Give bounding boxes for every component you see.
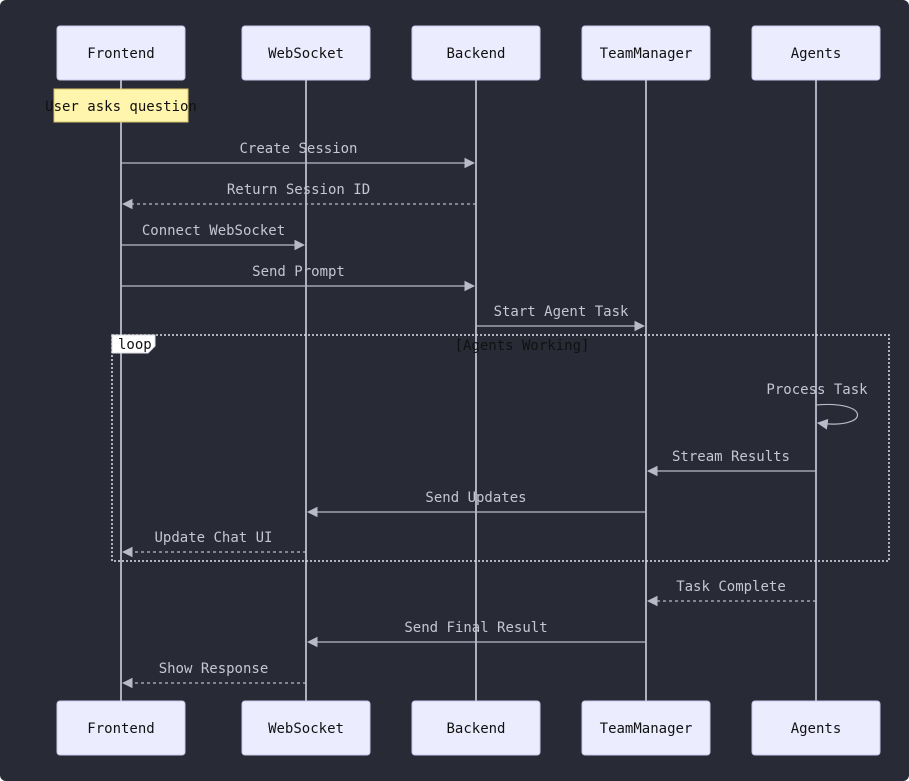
note-text: User asks question: [45, 99, 197, 115]
actor-box-agents-bottom: [751, 700, 881, 756]
actor-box-frontend-bottom: [56, 700, 186, 756]
loop-tag-box: [111, 334, 156, 354]
actor-box-websocket-top: [241, 25, 371, 81]
loop-tag-label: loop: [118, 337, 152, 353]
actor-label-backend-bottom: Backend: [446, 721, 505, 737]
actor-box-teammanager-top: [581, 25, 711, 81]
message-label: Update Chat UI: [154, 530, 272, 546]
message-label: Show Response: [159, 661, 269, 677]
actor-label-websocket-top: WebSocket: [268, 46, 344, 62]
actor-box-backend-bottom: [411, 700, 541, 756]
actor-label-agents-bottom: Agents: [791, 721, 842, 737]
message-label: Return Session ID: [227, 182, 370, 198]
actor-label-frontend-top: Frontend: [87, 46, 154, 62]
actor-label-teammanager-top: TeamManager: [600, 46, 693, 62]
actor-label-frontend-bottom: Frontend: [87, 721, 154, 737]
actor-box-websocket-bottom: [241, 700, 371, 756]
message-label: Send Updates: [425, 490, 526, 506]
message-label: Process Task: [766, 382, 868, 398]
message-label: Connect WebSocket: [142, 223, 285, 239]
note-layer: User asks question: [45, 88, 197, 123]
loop-condition: [Agents Working]: [455, 338, 590, 354]
actor-label-agents-top: Agents: [791, 46, 842, 62]
message-label: Start Agent Task: [494, 304, 629, 320]
message-label: Send Prompt: [252, 264, 345, 280]
message-label: Send Final Result: [404, 620, 547, 636]
actor-label-backend-top: Backend: [446, 46, 505, 62]
actor-label-websocket-bottom: WebSocket: [268, 721, 344, 737]
actor-box-agents-top: [751, 25, 881, 81]
actor-label-teammanager-bottom: TeamManager: [600, 721, 693, 737]
actor-box-frontend-top: [56, 25, 186, 81]
actors: FrontendFrontendWebSocketWebSocketBacken…: [56, 25, 881, 756]
message-label: Create Session: [239, 141, 357, 157]
loop-block: loop [Agents Working]: [111, 334, 890, 562]
lifelines: [120, 80, 817, 701]
actor-box-backend-top: [411, 25, 541, 81]
note-box: [53, 88, 189, 123]
message-label: Stream Results: [672, 449, 790, 465]
message-arrow-self-5: [815, 403, 859, 430]
message-label: Task Complete: [676, 579, 786, 595]
loop-frame: [111, 334, 890, 562]
actor-box-teammanager-bottom: [581, 700, 711, 756]
